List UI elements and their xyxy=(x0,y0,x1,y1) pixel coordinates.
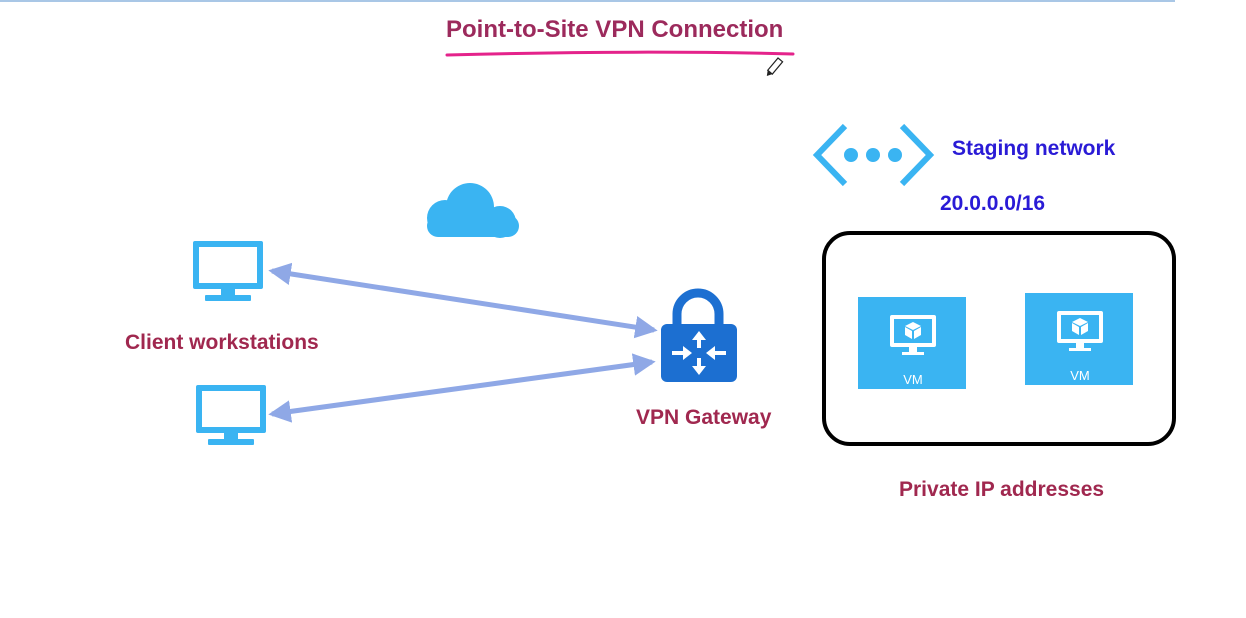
client-monitor-icon-1 xyxy=(193,241,263,301)
private-ip-addresses-label: Private IP addresses xyxy=(899,478,1105,501)
virtual-network-icon xyxy=(812,123,935,187)
vm-label-2: VM xyxy=(1070,368,1090,383)
page-title: Point-to-Site VPN Connection xyxy=(446,16,784,43)
cloud-icon xyxy=(427,183,519,238)
vm-label-1: VM xyxy=(903,372,923,387)
vpn-gateway-lock-icon xyxy=(661,288,737,382)
staging-network-label: Staging network xyxy=(952,137,1116,160)
staging-network-cidr: 20.0.0.0/16 xyxy=(940,192,1046,215)
client-workstations-label: Client workstations xyxy=(125,331,319,354)
vpn-gateway-label: VPN Gateway xyxy=(636,406,772,429)
client-monitor-icon-2 xyxy=(196,385,266,445)
virtual-machine-icon-1: VM xyxy=(858,297,966,389)
private-network-box xyxy=(822,231,1176,446)
title-underline xyxy=(445,50,795,57)
connection-arrow-2 xyxy=(268,353,656,423)
virtual-machine-icon-2: VM xyxy=(1025,293,1133,385)
pen-cursor-icon xyxy=(766,57,784,77)
connection-arrow-1 xyxy=(268,262,658,339)
